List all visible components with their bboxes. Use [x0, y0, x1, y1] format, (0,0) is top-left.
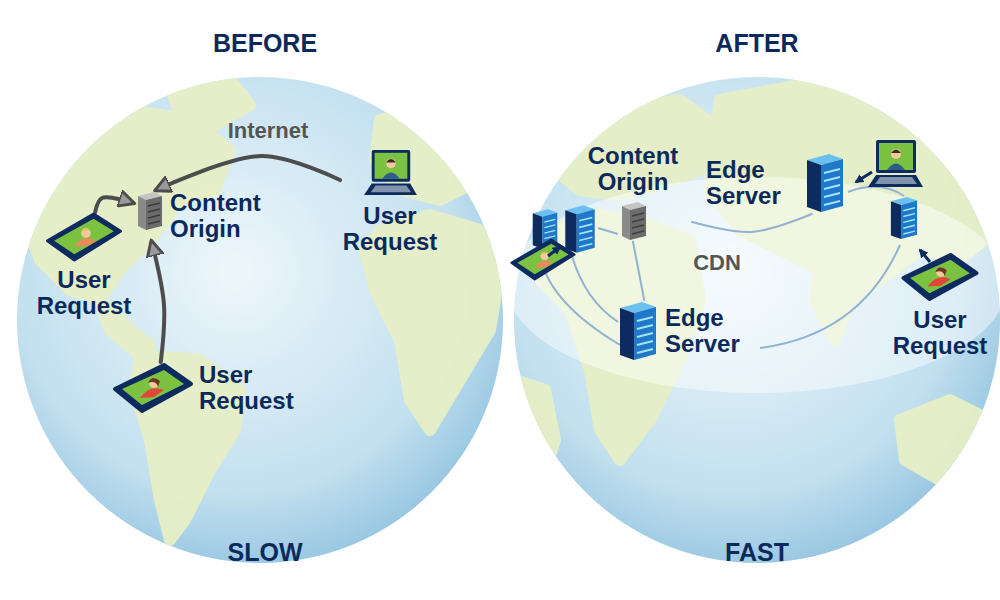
network-label: CDN [693, 250, 741, 276]
phone-icon [900, 252, 980, 302]
node-label: User Request [28, 267, 140, 319]
edge-server-icon [891, 197, 917, 239]
laptop-icon [868, 140, 923, 187]
node-label: Edge Server [706, 157, 798, 209]
panel-label: FAST [725, 538, 789, 567]
globe-after [507, 77, 1000, 563]
origin-server: Content Origin [133, 190, 288, 242]
origin-server: Content Origin [574, 143, 692, 242]
request-arrow [156, 156, 340, 190]
cdn-link [692, 214, 812, 232]
user-device: User Request [28, 212, 140, 319]
srv-grey-icon [133, 190, 165, 232]
panel-label: BEFORE [213, 29, 317, 58]
laptop-icon [362, 148, 418, 198]
user-device: User Request [340, 148, 440, 255]
edge-server-icon [565, 205, 594, 252]
tablet-icon [512, 240, 575, 280]
cdn-band [507, 177, 1000, 393]
node-label: User Request [886, 307, 994, 359]
srv-grey-icon [618, 200, 648, 242]
globe-before [17, 77, 503, 563]
land [25, 80, 500, 540]
edge-server: Edge Server [616, 300, 757, 362]
srv-blue-icon [616, 300, 660, 362]
panel-label: AFTER [715, 29, 798, 58]
node-label: Content Origin [170, 190, 288, 242]
user-device: User Request [112, 362, 307, 414]
srv-blue-icon [803, 152, 847, 214]
node-label: User Request [199, 362, 307, 414]
node-label: Content Origin [574, 143, 692, 195]
request-arrow [152, 242, 165, 362]
node-label: User Request [340, 203, 440, 255]
panel-label: SLOW [228, 538, 303, 567]
phone-icon [112, 362, 194, 414]
edge-server: Edge Server [706, 152, 847, 214]
globe [17, 77, 503, 563]
request-arrow [95, 197, 133, 212]
cdn-link [633, 242, 644, 300]
node-label: Edge Server [665, 305, 757, 357]
tablet-icon [44, 212, 124, 262]
user-device: User Request [886, 252, 994, 359]
edge-label: Internet [228, 118, 309, 144]
